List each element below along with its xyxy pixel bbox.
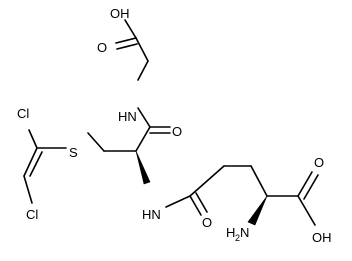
bond-oh-c: [124, 19, 137, 39]
bond-c-o-double-a: [115, 37, 137, 44]
bond-carbonyl-alpha: [135, 126, 151, 152]
atom-nh2-n: N: [240, 225, 249, 240]
bond-c-o-double-acid-a: [297, 171, 313, 197]
atom-o-amide: O: [172, 124, 182, 139]
glutamate-alpha-group: H 2 N: [226, 195, 299, 243]
glycine-carboxyl-group: OH O: [97, 6, 149, 81]
stereo-wedge-glutamate: [247, 195, 268, 226]
bond-vinyl-cl-top: [28, 129, 38, 149]
bond-carbonyl-chain-1: [189, 165, 225, 197]
dichlorovinyl-group: Cl Cl: [17, 106, 67, 222]
bond-carbonyl-o-glu-a: [189, 195, 202, 216]
atom-nh2-subscript: 2: [235, 233, 240, 243]
bond-c-oh-acid: [297, 195, 316, 226]
atom-oh-acid: OH: [312, 230, 332, 245]
bond-chain-3: [250, 165, 268, 197]
glycine-amide-group: HN O: [118, 107, 182, 152]
atom-nh-glutamyl: HN: [142, 207, 161, 222]
bond-c-o-double-acid-b: [303, 174, 319, 200]
bond-n-carbonyl-glu: [165, 195, 191, 208]
atom-o-top: O: [97, 40, 107, 55]
atom-nh2-h: H: [226, 225, 235, 240]
bond-vinyl-double-a: [23, 147, 38, 177]
atom-o-acid: O: [314, 155, 324, 170]
bond-ch2-n: [137, 60, 149, 81]
atom-oh-top: OH: [110, 6, 130, 21]
bond-n-carbonyl: [137, 107, 151, 128]
bond-vinyl-double-b: [29, 151, 43, 177]
stereo-wedge-alpha: [135, 150, 151, 185]
cysteine-core: S: [69, 132, 151, 185]
glutamate-carboxyl-group: O OH: [297, 155, 332, 245]
atom-s: S: [69, 145, 78, 160]
bond-ch2-s: [87, 132, 105, 152]
bond-vinyl-cl-bottom: [23, 175, 33, 204]
glutamyl-amide-group: HN O: [142, 165, 268, 230]
atom-nh-glycine: HN: [118, 109, 137, 124]
bond-c-o-double-b: [116, 43, 138, 50]
atom-cl-top: Cl: [17, 106, 29, 121]
atom-o-glutamyl-amide: O: [202, 215, 212, 230]
atom-cl-bottom: Cl: [26, 207, 38, 222]
bond-carbonyl-o-glu-b: [195, 192, 208, 213]
bond-c-ch2: [135, 37, 149, 62]
